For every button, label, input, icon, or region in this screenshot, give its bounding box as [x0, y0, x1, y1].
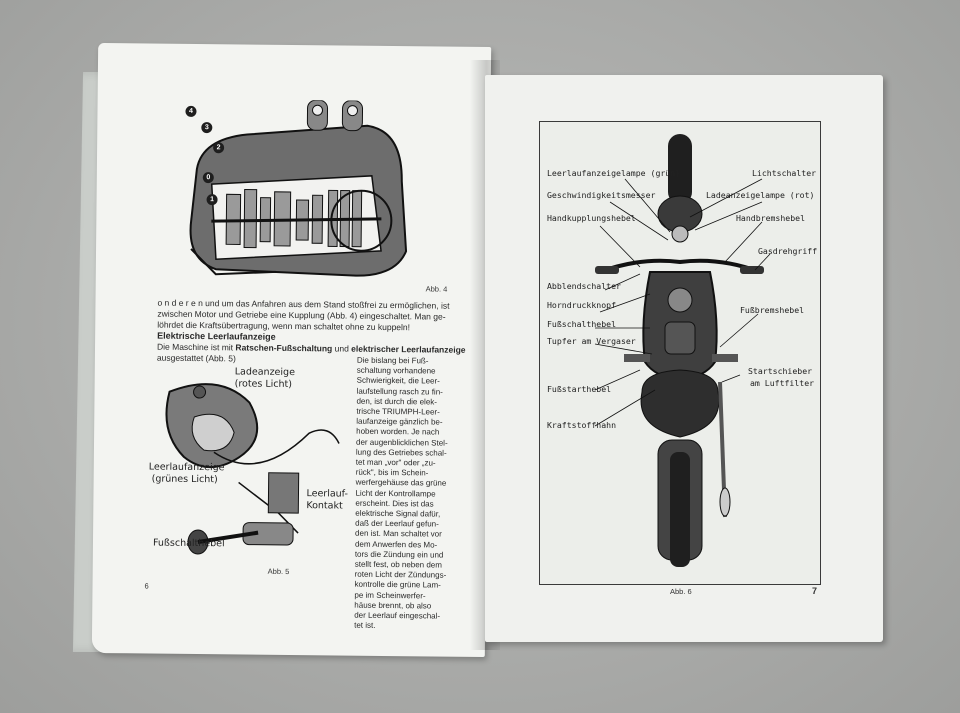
fig6-left-label: Geschwindigkeitsmesser: [547, 190, 656, 200]
label-fusshebel: Fußschalthebel: [152, 537, 225, 550]
fig6-right-label: Ladeanzeigelampe (rot): [706, 190, 815, 200]
fig6-right-label: Lichtschalter: [752, 168, 817, 178]
page-number-right: 7: [812, 586, 818, 596]
label-leerlaufanzeige-sub: (grünes Licht): [151, 473, 218, 486]
fig6-left-label: Fußstarthebel: [547, 384, 612, 394]
label-ladeanzeige-sub: (rotes Licht): [234, 378, 293, 391]
fig6-right-label: Gasdrehgriff: [758, 246, 818, 256]
fig6-right-label: Fußbremshebel: [740, 305, 805, 315]
fig6-right-label: am Luftfilter: [750, 378, 815, 388]
label-ladeanzeige: Ladeanzeige: [234, 366, 296, 379]
fig6-right-label: Handbremshebel: [736, 213, 806, 223]
left-page: 4 3 2 0 1 Abb. 4 o n d e r e n und um da…: [91, 42, 492, 658]
marker-0: 0: [202, 172, 214, 184]
marker-1: 1: [206, 194, 218, 206]
fig6-left-label: Leerlaufanzeigelampe (grün): [547, 168, 681, 178]
marker-4: 4: [185, 105, 197, 117]
label-kontakt: Leerlauf-: [306, 488, 349, 500]
marker-2: 2: [213, 142, 225, 154]
marker-3: 3: [201, 122, 213, 134]
intro-text-c: und: [334, 343, 349, 354]
fig6-left-label: Horndruckknopf: [547, 300, 617, 310]
intro-text-b: Ratschen-Fußschaltung: [235, 342, 333, 354]
fig6-left-label: Abblendschalter: [547, 281, 621, 291]
fig6-left-label: Handkupplungshebel: [547, 213, 636, 223]
fig6-caption: Abb. 6: [670, 587, 692, 596]
text-column: Die bislang bei Fuß-schaltung vorhandene…: [354, 356, 467, 633]
fig6-left-label: Tupfer am Vergaser: [547, 336, 636, 346]
label-kontakt-sub: Kontakt: [306, 500, 343, 512]
fig6-left-label: Fußschalthebel: [547, 319, 617, 329]
intro-text-a: Die Maschine ist mit: [156, 341, 234, 353]
page-number-left: 6: [144, 581, 149, 591]
neutral-indicator-illustration: [165, 383, 340, 555]
fig4-caption: Abb. 4: [425, 284, 448, 294]
motorcycle-top-view-illustration: [594, 134, 771, 567]
label-leerlaufanzeige: Leerlaufanzeige: [148, 461, 225, 474]
fig6-left-label: Kraftstoffhahn: [547, 420, 617, 430]
engine-cutaway-illustration: [189, 99, 408, 277]
fig5-caption: Abb. 5: [267, 566, 290, 576]
fig6-frame: [539, 121, 821, 585]
fig6-right-label: Startschieber: [748, 366, 813, 376]
column-line: tet ist.: [354, 620, 376, 631]
intro-text-d: elektrischer Leerlaufanzeige: [351, 343, 466, 355]
